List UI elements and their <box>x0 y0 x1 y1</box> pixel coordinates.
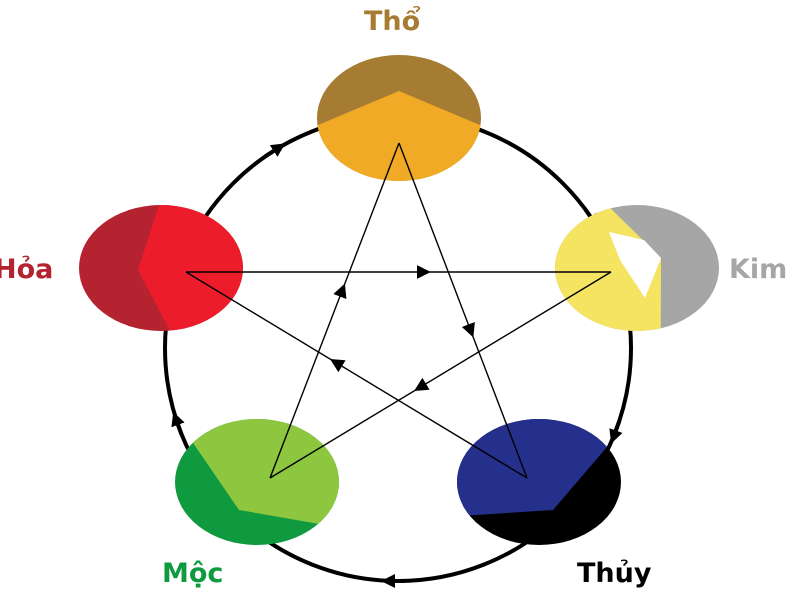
element-tho <box>317 55 481 181</box>
label-hoa: Hỏa <box>0 254 54 285</box>
label-kim: Kim <box>729 254 788 285</box>
star-line-tho-thuy <box>398 142 528 479</box>
star-arrow-moc-tho <box>333 283 347 300</box>
label-thuy: Thủy <box>577 558 652 589</box>
element-kim <box>555 205 719 331</box>
element-hoa-inner <box>138 205 243 331</box>
star-arrow-thuy-hoa <box>330 359 346 373</box>
element-tho-inner <box>317 91 481 181</box>
star-line-moc-tho <box>269 142 400 479</box>
cycle-arrow-kim-thuy <box>609 420 623 444</box>
element-thuy-inner <box>457 419 621 517</box>
star-arrow-tho-thuy <box>461 321 475 338</box>
element-thuy <box>457 419 621 545</box>
element-kim-inner <box>555 205 661 331</box>
element-moc-inner <box>180 419 339 528</box>
cycle-arrow-moc-hoa <box>171 411 185 435</box>
label-moc: Mộc <box>162 558 224 589</box>
element-kim-notch <box>609 232 661 298</box>
label-tho: Thổ <box>364 6 421 37</box>
star-arrow-kim-moc <box>414 377 430 391</box>
element-moc <box>175 419 339 545</box>
element-hoa <box>79 205 243 331</box>
star-line-kim-moc <box>269 271 612 479</box>
star-line-thuy-hoa <box>185 271 528 479</box>
cycle-arrow-hoa-tho <box>264 143 286 159</box>
